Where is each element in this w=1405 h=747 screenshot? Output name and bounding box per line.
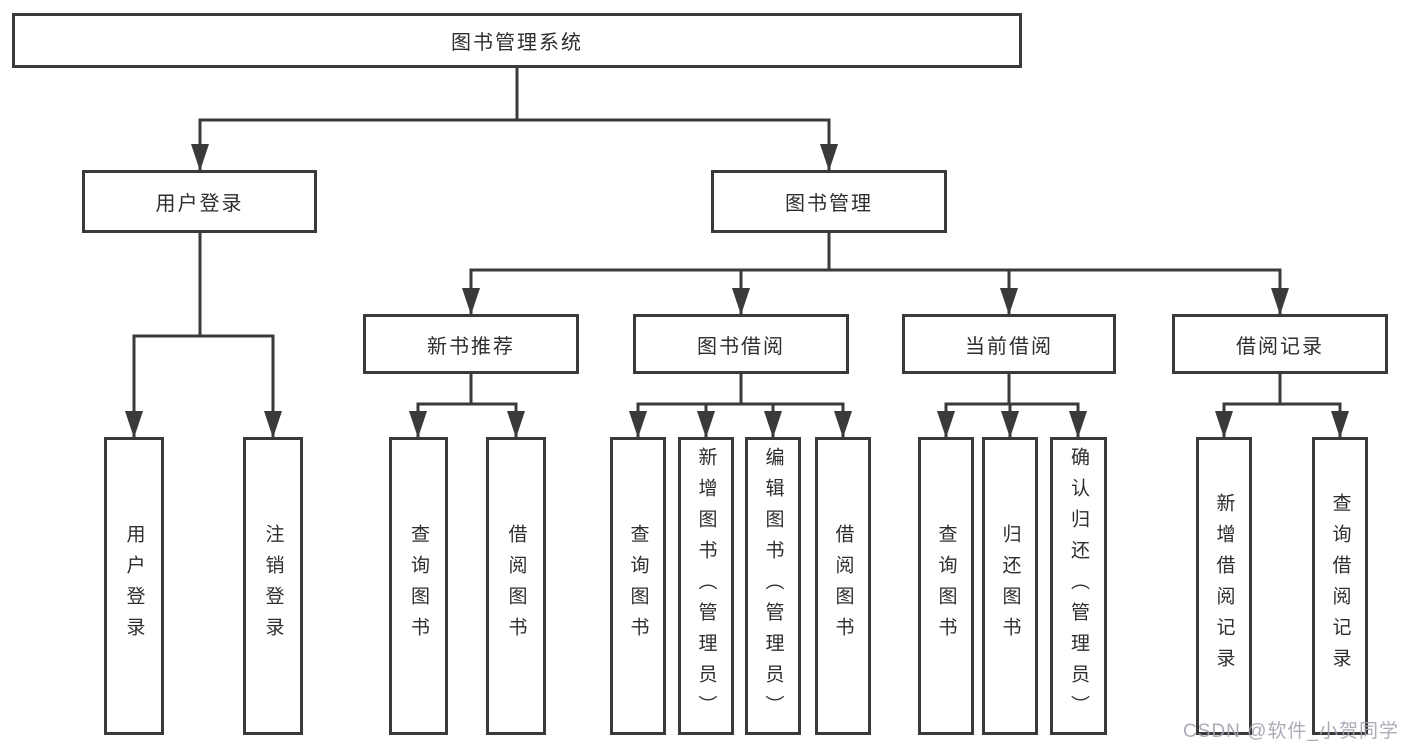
node-root-label: 图书管理系统 — [451, 32, 583, 54]
node-current-borrow: 当前借阅 — [902, 314, 1116, 374]
leaf-borrow-add-admin-label: 新增图书（管理员） — [695, 446, 717, 726]
leaf-borrow-query: 查询图书 — [610, 437, 666, 735]
leaf-newbook-query-label: 查询图书 — [408, 524, 429, 648]
leaf-current-return: 归还图书 — [982, 437, 1038, 735]
node-book-management-label: 图书管理 — [785, 193, 873, 215]
node-new-book-recommend: 新书推荐 — [363, 314, 579, 374]
leaf-current-confirm-admin: 确认归还（管理员） — [1050, 437, 1107, 735]
node-borrow-record: 借阅记录 — [1172, 314, 1388, 374]
node-current-borrow-label: 当前借阅 — [965, 335, 1053, 358]
leaf-newbook-borrow-label: 借阅图书 — [505, 524, 527, 648]
leaf-newbook-query: 查询图书 — [389, 437, 448, 735]
leaf-current-confirm-admin-label: 确认归还（管理员） — [1068, 446, 1089, 726]
node-user-login: 用户登录 — [82, 170, 317, 233]
node-book-borrow: 图书借阅 — [633, 314, 849, 374]
node-new-book-recommend-label: 新书推荐 — [427, 335, 515, 358]
node-book-borrow-label: 图书借阅 — [697, 335, 785, 358]
leaf-current-return-label: 归还图书 — [999, 524, 1021, 648]
node-root: 图书管理系统 — [12, 13, 1022, 68]
leaf-logout: 注销登录 — [243, 437, 303, 735]
leaf-borrow-query-label: 查询图书 — [627, 524, 649, 648]
leaf-borrow-borrow-label: 借阅图书 — [832, 524, 854, 648]
leaf-user-login: 用户登录 — [104, 437, 164, 735]
node-book-management: 图书管理 — [711, 170, 947, 233]
leaf-logout-label: 注销登录 — [262, 524, 284, 648]
leaf-record-add: 新增借阅记录 — [1196, 437, 1252, 735]
node-borrow-record-label: 借阅记录 — [1236, 335, 1324, 358]
leaf-borrow-edit-admin: 编辑图书（管理员） — [745, 437, 801, 735]
leaf-record-query-label: 查询借阅记录 — [1329, 493, 1351, 679]
leaf-borrow-add-admin: 新增图书（管理员） — [678, 437, 734, 735]
leaf-user-login-label: 用户登录 — [123, 524, 145, 648]
leaf-borrow-edit-admin-label: 编辑图书（管理员） — [762, 446, 784, 726]
leaf-current-query: 查询图书 — [918, 437, 974, 735]
leaf-borrow-borrow: 借阅图书 — [815, 437, 871, 735]
leaf-record-query: 查询借阅记录 — [1312, 437, 1368, 735]
leaf-current-query-label: 查询图书 — [935, 524, 957, 648]
node-user-login-label: 用户登录 — [155, 193, 244, 215]
leaf-newbook-borrow: 借阅图书 — [486, 437, 546, 735]
watermark: CSDN @软件_小贺同学 — [1183, 721, 1399, 742]
leaf-record-add-label: 新增借阅记录 — [1213, 493, 1235, 679]
